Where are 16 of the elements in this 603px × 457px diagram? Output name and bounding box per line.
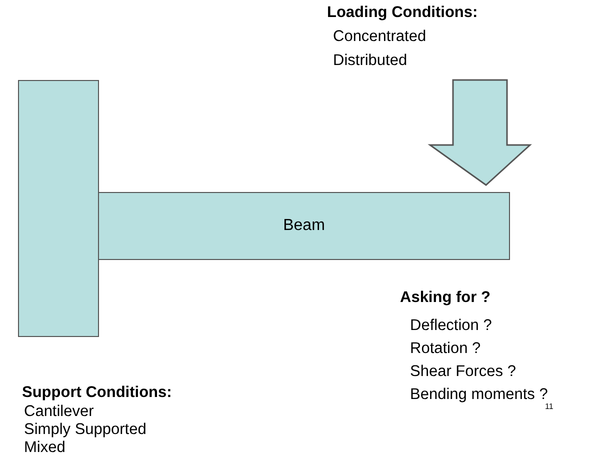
section-heading: Loading Conditions:	[327, 4, 478, 22]
list-item: Mixed	[24, 439, 66, 457]
beam-label: Beam	[283, 217, 325, 235]
list-item: Cantilever	[24, 403, 94, 421]
section-heading: Asking for ?	[400, 289, 490, 307]
list-item: Bending moments ?	[410, 386, 548, 404]
list-item: Rotation ?	[410, 340, 481, 358]
wall-block	[18, 80, 99, 337]
list-item: Simply Supported	[24, 421, 146, 439]
beam-bar	[98, 192, 510, 260]
list-item: Distributed	[333, 52, 408, 70]
list-item: Shear Forces ?	[410, 363, 516, 381]
list-item: Concentrated	[333, 28, 426, 46]
page-number: 11	[545, 402, 554, 412]
list-item: Deflection ?	[410, 317, 492, 335]
section-heading: Support Conditions:	[22, 384, 172, 402]
